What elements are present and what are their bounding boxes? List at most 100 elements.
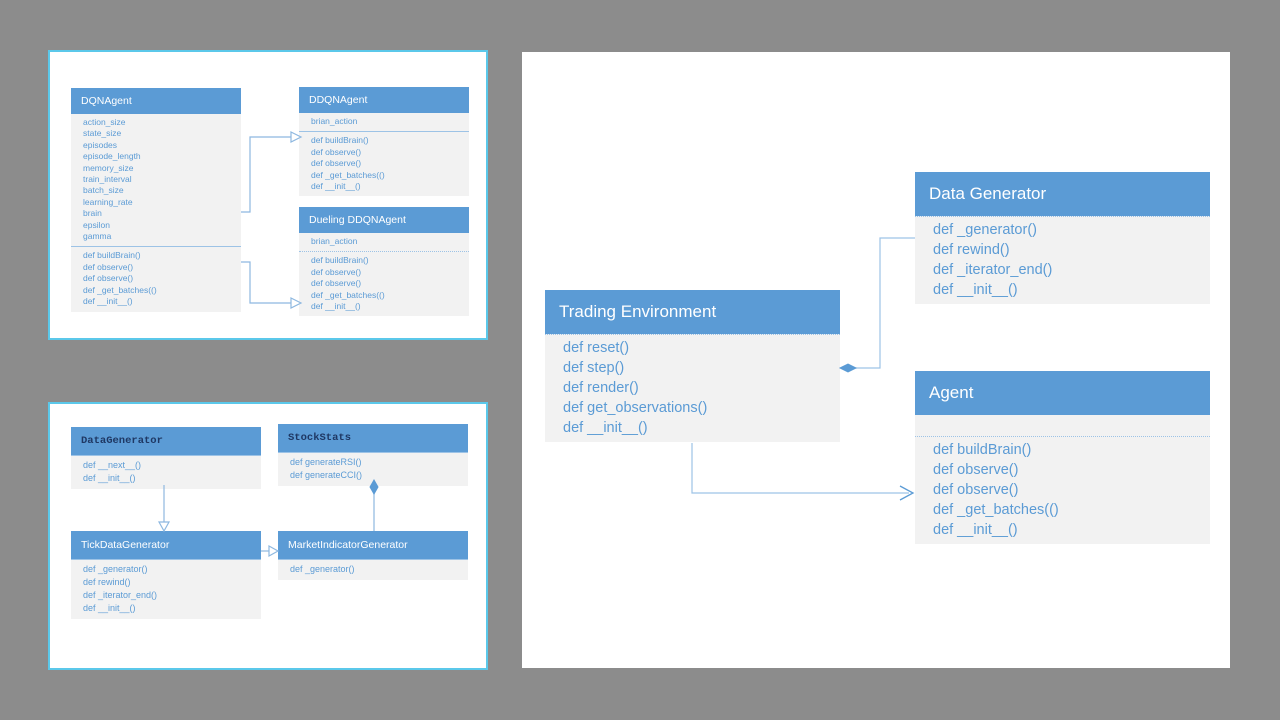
- attribute-row: batch_size: [83, 185, 124, 196]
- attribute-row: state_size: [83, 128, 122, 139]
- compartment-divider: [299, 131, 469, 133]
- attribute-row: gamma: [83, 231, 112, 242]
- method-compartment: def reset() def step() def render() def …: [545, 335, 840, 442]
- class-title-text: TickDataGenerator: [81, 539, 170, 551]
- method-compartment: def buildBrain() def observe() def obser…: [915, 437, 1210, 544]
- class-title-text: Agent: [929, 383, 974, 402]
- method-row: def _get_batches((): [933, 502, 1059, 518]
- generalization-arrowhead-marketindicator: [268, 544, 280, 558]
- class-title-tickdatagenerator: TickDataGenerator: [71, 531, 261, 559]
- class-body-stockstats: def generateRSI() def generateCCI(): [278, 452, 468, 486]
- attribute-row: learning_rate: [83, 196, 133, 207]
- method-row: def step(): [563, 360, 625, 376]
- attribute-compartment: brian_action: [299, 233, 469, 251]
- class-body-data-generator: def _generator() def rewind() def _itera…: [915, 216, 1210, 304]
- attribute-compartment: action_size state_size episodes episode_…: [71, 114, 241, 246]
- method-row: def _iterator_end(): [933, 262, 1053, 278]
- class-title-dueling-ddqnagent: Dueling DDQNAgent: [299, 207, 469, 233]
- attribute-row: memory_size: [83, 162, 134, 173]
- method-row: def observe(): [311, 266, 362, 277]
- compartment-divider: [278, 559, 468, 560]
- class-box-tickdatagenerator[interactable]: TickDataGenerator def _generator() def r…: [71, 531, 261, 619]
- generalization-arrowhead-tickdatagenerator: [157, 521, 171, 533]
- method-row: def observe(): [933, 482, 1019, 498]
- attribute-compartment: [915, 415, 1210, 436]
- class-title-data-generator: Data Generator: [915, 172, 1210, 216]
- method-row: def __init__(): [933, 282, 1018, 298]
- method-row: def _generator(): [83, 564, 148, 574]
- generalization-line-ddqnagent: [241, 136, 291, 213]
- compartment-divider: [71, 246, 241, 248]
- compartment-divider: [71, 559, 261, 560]
- method-compartment: def _generator() def rewind() def _itera…: [915, 217, 1210, 304]
- method-row: def observe(): [933, 462, 1019, 478]
- method-row: def buildBrain(): [311, 255, 369, 266]
- attribute-row: epsilon: [83, 219, 110, 230]
- compartment-divider: [545, 334, 840, 335]
- class-box-marketindicatorgenerator[interactable]: MarketIndicatorGenerator def _generator(…: [278, 531, 468, 580]
- method-row: def __init__(): [83, 473, 136, 483]
- method-row: def _generator(): [290, 564, 355, 574]
- class-title-text: StockStats: [288, 432, 352, 444]
- agent-hierarchy-panel: DQNAgent action_size state_size episodes…: [48, 50, 488, 340]
- class-body-trading-environment: def reset() def step() def render() def …: [545, 334, 840, 442]
- data-generator-panel: DataGenerator def __next__() def __init_…: [48, 402, 488, 670]
- class-box-datagenerator[interactable]: DataGenerator def __next__() def __init_…: [71, 427, 261, 489]
- method-row: def observe(): [311, 146, 362, 157]
- class-title-datagenerator: DataGenerator: [71, 427, 261, 455]
- method-row: def __init__(): [83, 296, 133, 307]
- class-box-dqnagent[interactable]: DQNAgent action_size state_size episodes…: [71, 88, 241, 312]
- trading-environment-panel: Trading Environment def reset() def step…: [522, 52, 1230, 668]
- method-row: def __next__(): [83, 460, 142, 470]
- method-compartment: def buildBrain() def observe() def obser…: [71, 247, 241, 311]
- method-row: def __init__(): [83, 603, 136, 613]
- attribute-row: episodes: [83, 139, 118, 150]
- class-box-stockstats[interactable]: StockStats def generateRSI() def generat…: [278, 424, 468, 486]
- generalization-line-dueling: [241, 261, 291, 304]
- method-row: def observe(): [83, 273, 134, 284]
- class-box-ddqnagent[interactable]: DDQNAgent brian_action def buildBrain() …: [299, 87, 469, 197]
- method-row: def rewind(): [933, 242, 1010, 258]
- compartment-divider: [915, 436, 1210, 437]
- method-compartment: def _generator() def rewind() def _itera…: [71, 560, 261, 619]
- method-row: def _iterator_end(): [83, 590, 158, 600]
- method-row: def observe(): [311, 278, 362, 289]
- class-box-data-generator[interactable]: Data Generator def _generator() def rewi…: [915, 172, 1210, 304]
- class-title-trading-environment: Trading Environment: [545, 290, 840, 334]
- class-body-marketindicatorgenerator: def _generator(): [278, 559, 468, 580]
- method-row: def _generator(): [933, 222, 1037, 238]
- method-compartment: def _generator(): [278, 560, 468, 580]
- class-body-ddqnagent: brian_action def buildBrain() def observ…: [299, 113, 469, 197]
- class-title-stockstats: StockStats: [278, 424, 468, 452]
- method-row: def rewind(): [83, 577, 131, 587]
- attribute-row: brain: [83, 208, 102, 219]
- class-title-text: DQNAgent: [81, 95, 132, 107]
- method-compartment: def buildBrain() def observe() def obser…: [299, 132, 469, 196]
- composition-diamond-data-generator: [838, 363, 858, 373]
- method-row: def __init__(): [311, 181, 361, 192]
- class-body-dueling-ddqnagent: brian_action def buildBrain() def observ…: [299, 233, 469, 317]
- association-arrowhead-agent: [899, 485, 915, 501]
- class-box-trading-environment[interactable]: Trading Environment def reset() def step…: [545, 290, 840, 442]
- class-title-text: Dueling DDQNAgent: [309, 214, 406, 226]
- compartment-divider: [299, 251, 469, 253]
- attribute-row: brian_action: [311, 236, 358, 246]
- method-row: def get_observations(): [563, 400, 708, 416]
- method-compartment: def generateRSI() def generateCCI(): [278, 453, 468, 486]
- method-row: def __init__(): [933, 522, 1018, 538]
- method-row: def buildBrain(): [83, 250, 141, 261]
- class-body-dqnagent: action_size state_size episodes episode_…: [71, 114, 241, 312]
- class-title-marketindicatorgenerator: MarketIndicatorGenerator: [278, 531, 468, 559]
- method-compartment: def __next__() def __init__(): [71, 456, 261, 489]
- class-title-text: MarketIndicatorGenerator: [288, 539, 408, 551]
- compartment-divider: [278, 452, 468, 453]
- method-compartment: def buildBrain() def observe() def obser…: [299, 252, 469, 316]
- compartment-divider: [71, 455, 261, 456]
- method-row: def observe(): [83, 261, 134, 272]
- method-row: def reset(): [563, 340, 630, 356]
- class-title-text: Trading Environment: [559, 302, 717, 321]
- attribute-row: action_size: [83, 117, 126, 127]
- class-box-agent[interactable]: Agent def buildBrain() def observe() def…: [915, 371, 1210, 544]
- class-box-dueling-ddqnagent[interactable]: Dueling DDQNAgent brian_action def build…: [299, 207, 469, 317]
